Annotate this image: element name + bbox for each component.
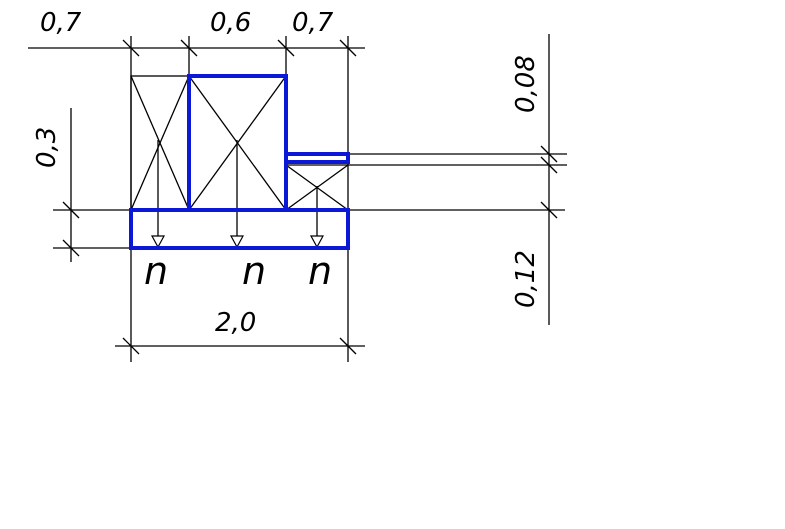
- dim-top-middle: 0,6: [210, 8, 251, 38]
- tick: [540, 201, 558, 219]
- tick: [540, 145, 558, 163]
- arrow-head: [150, 235, 166, 249]
- tick: [122, 337, 140, 355]
- arrow-head: [229, 235, 245, 249]
- dim-right-bottom: 0,12: [511, 250, 541, 308]
- tick: [339, 39, 357, 57]
- load-label-3: n: [308, 249, 332, 293]
- dim-top-right: 0,7: [292, 8, 334, 38]
- tick: [277, 39, 295, 57]
- wall-outline: [187, 74, 288, 210]
- dim-top-left: 0,7: [40, 8, 82, 38]
- dim-right-top: 0,08: [511, 55, 541, 113]
- tick: [62, 239, 80, 257]
- slab-outline: [286, 152, 350, 164]
- tick: [122, 39, 140, 57]
- dim-left-height: 0,3: [32, 127, 62, 168]
- tick: [339, 337, 357, 355]
- load-label-1: n: [144, 249, 168, 293]
- cross-line: [130, 75, 190, 211]
- tick: [180, 39, 198, 57]
- blue-outline: [129, 74, 350, 250]
- load-label-2: n: [242, 249, 266, 293]
- tick: [540, 156, 558, 174]
- foundation-beam: [129, 208, 350, 250]
- dim-bottom-width: 2,0: [215, 308, 256, 338]
- tick: [62, 201, 80, 219]
- construction-lines: [28, 34, 567, 362]
- arrow-head: [309, 235, 325, 249]
- arrow-heads: [150, 235, 325, 249]
